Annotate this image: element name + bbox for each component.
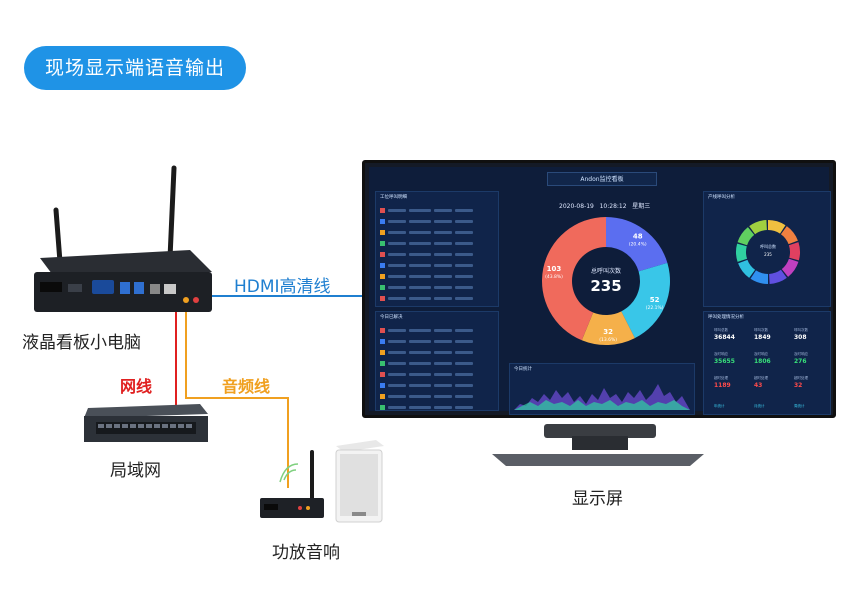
stat-value: 36844	[714, 334, 735, 341]
stat-value: 1806	[754, 358, 771, 365]
stat-value: 35655	[714, 358, 735, 365]
stat-label: 及时响应	[714, 352, 728, 357]
donut-center-label: 总呼叫次数	[591, 267, 621, 275]
stat-label: 超时处理	[794, 376, 808, 381]
stat-value: 276	[794, 358, 807, 365]
donut-slice-value: 52	[650, 296, 660, 304]
stat-label: 呼叫次数	[794, 328, 808, 333]
speaker-device	[336, 440, 384, 522]
donut-slice-percent: (20.4%)	[629, 242, 647, 248]
stat-label: 超时处理	[714, 376, 728, 381]
donut-slice-percent: (22.1%)	[646, 305, 664, 311]
ring-segment	[738, 260, 755, 278]
donut-slice-percent: (13.6%)	[599, 337, 617, 343]
stat-label: 呼叫总数	[714, 328, 728, 333]
display-label: 显示屏	[572, 484, 623, 509]
ring-center-label: 呼叫总数	[756, 244, 780, 250]
trend-panel: 今日统计	[509, 363, 695, 415]
donut-slice-value: 32	[603, 328, 613, 336]
stat-label: 及时响应	[794, 352, 808, 357]
amplifier-device	[260, 452, 324, 518]
mini-pc-label: 液晶看板小电脑	[22, 328, 141, 353]
stat-footer-tab[interactable]: 年统计	[714, 404, 725, 409]
mini-pc-device	[34, 168, 212, 312]
stat-label: 超时处理	[754, 376, 768, 381]
ring-segment	[789, 242, 800, 260]
network-cable-label: 网线	[120, 373, 152, 397]
donut-slice-value: 103	[547, 265, 562, 273]
hdmi-label: HDMI高清线	[234, 272, 331, 297]
stat-value: 43	[754, 382, 762, 389]
ring-segment	[736, 244, 747, 262]
stat-value: 32	[794, 382, 802, 389]
line-call-ring-chart	[704, 192, 832, 308]
stat-footer-tab[interactable]: 周统计	[794, 404, 805, 409]
audio-cable-line	[186, 308, 288, 488]
network-switch-device	[84, 404, 208, 442]
stat-value: 1849	[754, 334, 771, 341]
amplifier-label: 功放音响	[272, 538, 340, 563]
stat-value: 1189	[714, 382, 731, 389]
line-call-analysis-panel: 产线呼叫分析 呼叫总数 235	[703, 191, 831, 307]
display-screen: Andon监控看板 工位呼叫明细 今日已解决 2020-08-19 10:28:…	[362, 160, 836, 418]
donut-slice-percent: (43.8%)	[545, 274, 563, 280]
tv-stand	[492, 424, 704, 466]
donut-center-value: 235	[590, 277, 621, 295]
stat-label: 及时响应	[754, 352, 768, 357]
donut-slice-value: 48	[633, 233, 643, 241]
lan-label: 局域网	[110, 456, 161, 481]
ring-segment	[781, 226, 798, 244]
trend-area-chart	[510, 364, 696, 416]
stat-label: 呼叫次数	[754, 328, 768, 333]
ring-segment	[782, 259, 799, 277]
call-handling-stats-title: 呼叫处理情况分析	[708, 314, 744, 320]
dashboard: Andon监控看板 工位呼叫明细 今日已解决 2020-08-19 10:28:…	[369, 167, 829, 411]
audio-cable-label: 音频线	[222, 373, 270, 397]
stat-footer-tab[interactable]: 月统计	[754, 404, 765, 409]
stat-value: 308	[794, 334, 807, 341]
ring-center-value: 235	[756, 252, 780, 257]
ring-segment	[738, 227, 755, 245]
